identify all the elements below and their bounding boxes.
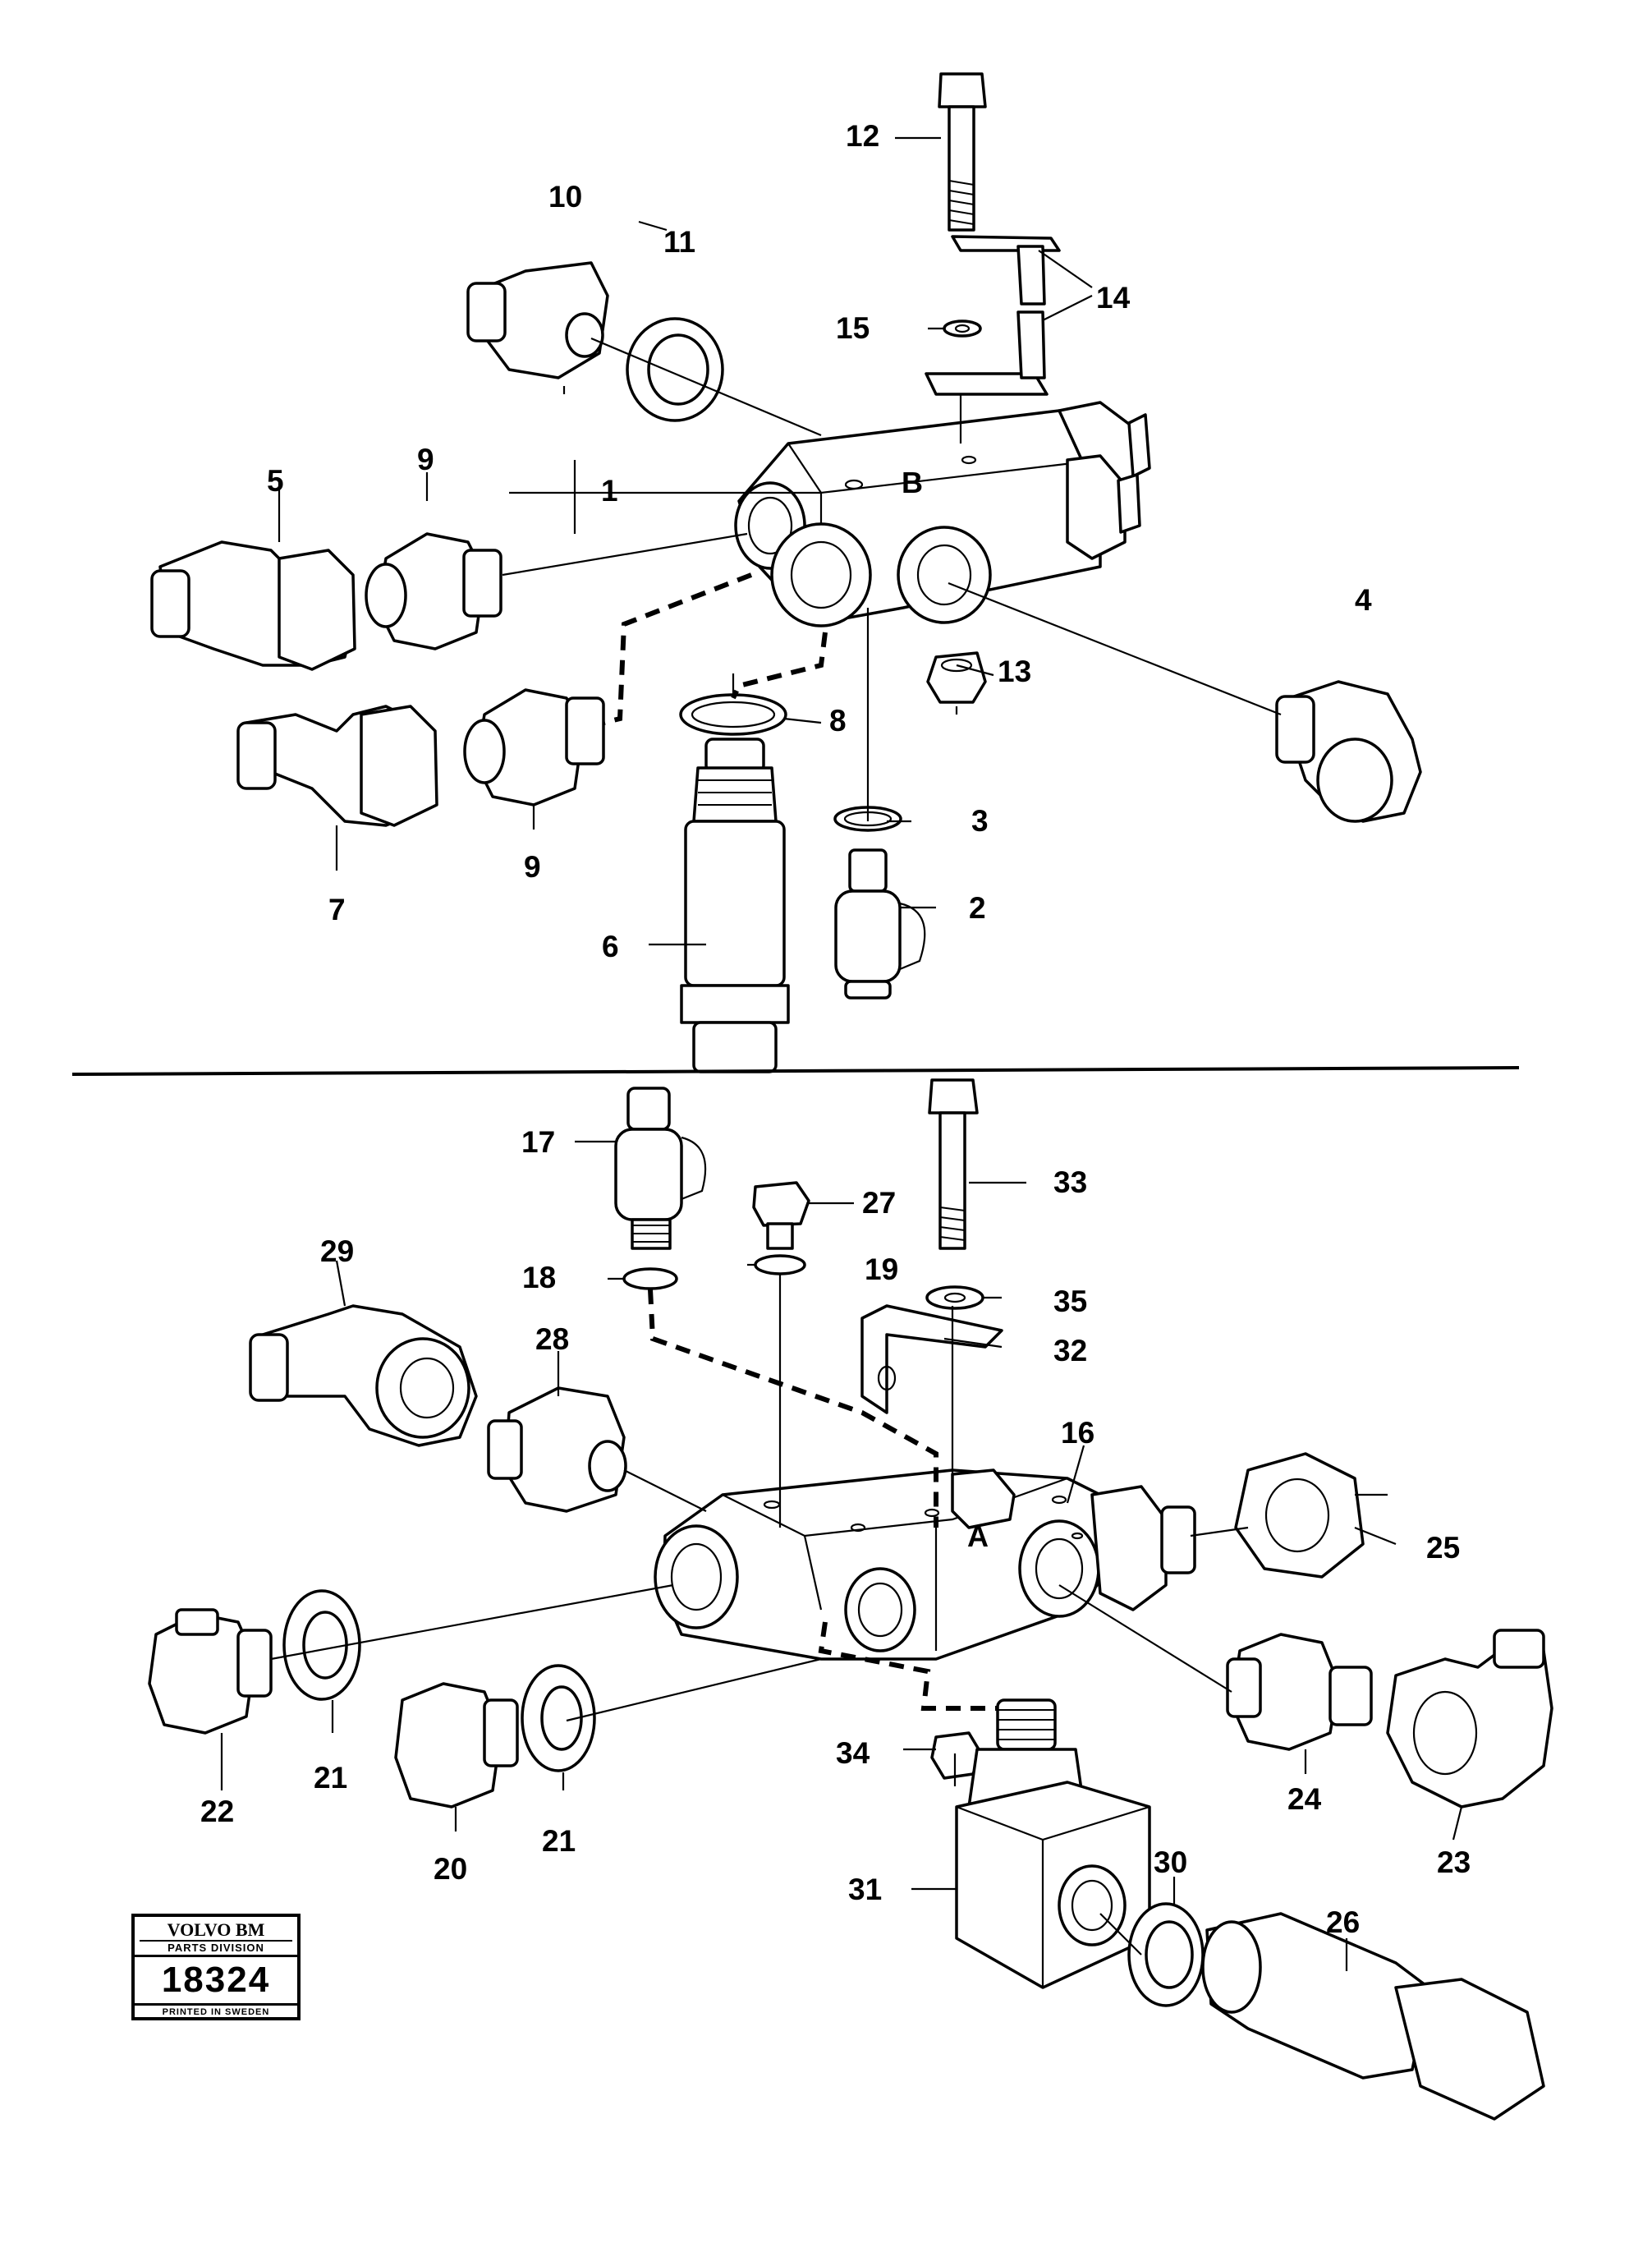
callout-34: 34 — [836, 1736, 870, 1770]
badge-printed: PRINTED IN SWEDEN — [162, 2007, 270, 2017]
part-5-elbow — [150, 540, 356, 671]
upper-assembly: B — [150, 72, 1422, 1073]
part-8-oring — [679, 693, 787, 736]
callout-1: 1 — [601, 474, 618, 508]
part-32-bracket — [860, 1304, 1003, 1414]
callout-25: 25 — [1426, 1531, 1460, 1565]
callout-24: 24 — [1287, 1782, 1322, 1816]
part-28-fitting — [487, 1386, 627, 1513]
callout-15: 15 — [836, 311, 870, 345]
part-21-washer-a — [282, 1589, 361, 1701]
callout-2: 2 — [969, 891, 986, 925]
part-29-elbow — [249, 1304, 478, 1447]
part-35-washer — [925, 1285, 984, 1310]
callout-27: 27 — [862, 1186, 896, 1220]
part-20-plug — [394, 1682, 519, 1808]
part-6-cartridge — [680, 738, 790, 1073]
callout-11: 11 — [663, 225, 695, 259]
part-4-elbow — [1275, 680, 1422, 823]
callout-31: 31 — [848, 1873, 882, 1906]
lower-assembly: A — [148, 1078, 1553, 2121]
callout-20: 20 — [434, 1852, 467, 1886]
badge-division: PARTS DIVISION — [135, 1942, 297, 1957]
part-30-washer — [1127, 1902, 1205, 2007]
part-23-elbow — [1386, 1629, 1553, 1808]
part-7-elbow — [236, 705, 438, 827]
callout-9a: 9 — [417, 443, 434, 476]
callout-8: 8 — [829, 704, 847, 738]
part-17-test-coupling — [614, 1087, 707, 1250]
part-9-nipple-upper — [365, 532, 502, 650]
part-2-test-coupling — [834, 848, 926, 1000]
part-26-cartridge — [1201, 1912, 1545, 2121]
callout-23: 23 — [1437, 1845, 1471, 1879]
callout-19: 19 — [865, 1252, 898, 1286]
callout-9b: 9 — [524, 850, 541, 884]
upper-leaders — [278, 136, 1282, 946]
parts-division-badge: VOLVO BM PARTS DIVISION 18324 PRINTED IN… — [131, 1914, 301, 2020]
part-33-bolt — [928, 1078, 979, 1250]
part-9-nipple-lower — [463, 688, 605, 807]
port-label-b: B — [902, 466, 923, 499]
callout-labels: 12 10 11 14 15 5 9 1 4 13 8 3 2 9 7 6 17… — [200, 119, 1471, 1939]
badge-drawing-number: 18324 — [135, 1957, 297, 2006]
callout-5: 5 — [267, 464, 284, 498]
callout-14: 14 — [1096, 281, 1131, 315]
port-label-a: A — [967, 1519, 989, 1553]
part-22-plug — [148, 1608, 273, 1735]
part-24-fitting — [1226, 1633, 1373, 1751]
part-10-fitting — [466, 261, 609, 379]
part-27-plug — [752, 1181, 810, 1250]
part-25-nut — [1234, 1452, 1365, 1579]
callout-32: 32 — [1053, 1334, 1087, 1367]
callout-17: 17 — [521, 1125, 555, 1159]
callout-10: 10 — [548, 180, 582, 214]
part-13-nut — [926, 651, 987, 704]
part-11-washer — [626, 317, 724, 422]
part-15-washer — [943, 319, 982, 338]
callout-26: 26 — [1326, 1905, 1360, 1939]
callout-12: 12 — [846, 119, 879, 153]
callout-16: 16 — [1061, 1416, 1094, 1450]
callout-21a: 21 — [314, 1761, 347, 1795]
valve-block-lower: A — [654, 1468, 1196, 1661]
lower-leaders — [220, 1140, 1463, 1971]
section-divider — [71, 1066, 1520, 1076]
callout-13: 13 — [998, 655, 1031, 688]
part-12-bolt — [938, 72, 987, 232]
part-21-washer-b — [521, 1664, 596, 1772]
callout-30: 30 — [1154, 1845, 1187, 1879]
callout-18: 18 — [522, 1261, 556, 1294]
callout-7: 7 — [328, 893, 346, 926]
callout-22: 22 — [200, 1795, 234, 1828]
badge-brand: VOLVO BM — [140, 1920, 292, 1942]
callout-35: 35 — [1053, 1285, 1087, 1318]
callout-29: 29 — [320, 1234, 354, 1268]
callout-21b: 21 — [542, 1824, 576, 1858]
part-18-oring — [622, 1267, 678, 1290]
callout-28: 28 — [535, 1322, 569, 1356]
callout-4: 4 — [1355, 583, 1372, 617]
callout-6: 6 — [602, 930, 619, 963]
callout-3: 3 — [971, 804, 989, 838]
part-31-adapter-block — [955, 1698, 1151, 1989]
callout-33: 33 — [1053, 1165, 1087, 1199]
part-19-oring — [754, 1254, 806, 1275]
valve-block-upper: B — [734, 401, 1151, 627]
part-14-brackets — [925, 235, 1061, 396]
